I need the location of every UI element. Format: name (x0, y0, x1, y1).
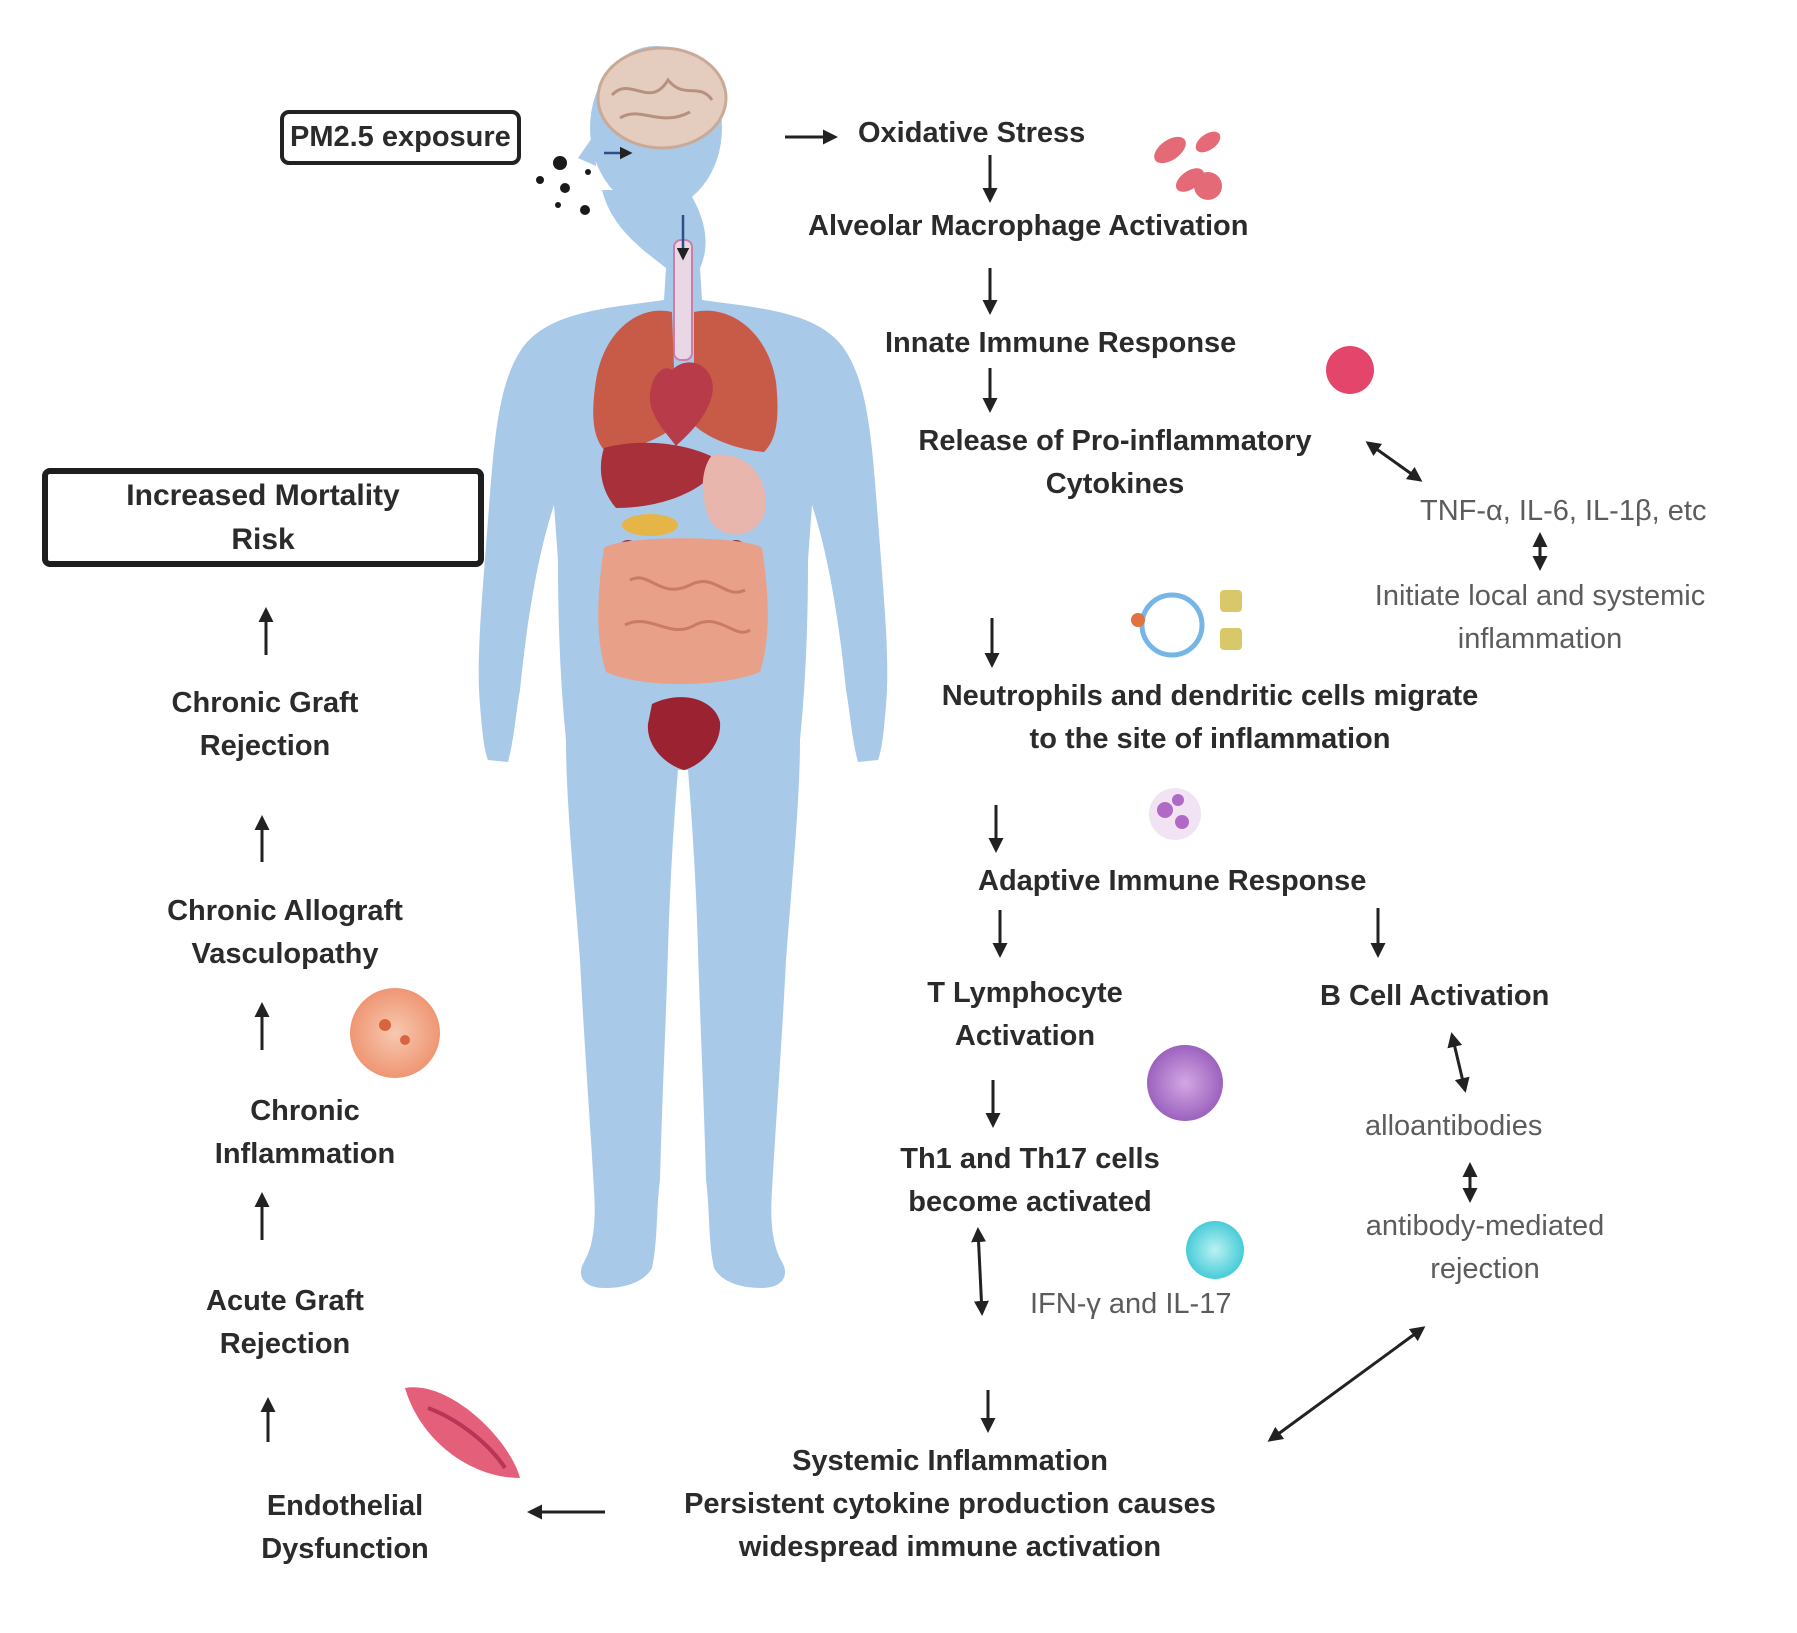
innate-immune-label: Innate Immune Response (885, 327, 1237, 359)
oxidative-stress-label: Oxidative Stress (858, 117, 1086, 149)
cytokine-release-label: Release of Pro-inflammatory Cytokines (880, 420, 1350, 506)
acute-graft-rejection-label: Acute Graft Rejection (170, 1280, 400, 1366)
right-lung (694, 310, 778, 452)
allograft-vasculopathy-label: Chronic Allograft Vasculopathy (140, 890, 430, 976)
chronic-graft-line1: Chronic Graft (171, 687, 359, 719)
endothelial-line1: Endothelial (266, 1490, 424, 1522)
pancreas (622, 514, 678, 536)
heart (649, 362, 713, 446)
brain (596, 46, 728, 150)
th-cells-label: Th1 and Th17 cells become activated (875, 1138, 1185, 1224)
brain-folds (610, 77, 714, 120)
amr-line1: antibody-mediated (1365, 1210, 1605, 1242)
macrophage-cell-icon (1326, 346, 1374, 394)
t-lymphocyte-label: T Lymphocyte Activation (895, 972, 1155, 1058)
cav-line2: Vasculopathy (191, 937, 379, 970)
systemic-inflammation-label: Systemic Inflammation Persistent cytokin… (640, 1440, 1260, 1569)
cytokine-ifn-icon (1186, 1221, 1244, 1279)
nose (578, 135, 596, 166)
endothelial-dysfunction-label: Endothelial Dysfunction (225, 1485, 465, 1571)
t-lymph-line2: Activation (954, 1019, 1096, 1052)
inflamed-cell-icon (350, 988, 440, 1078)
pathway-arrows (527, 129, 1548, 1520)
neutrophils-line2: to the site of inflammation (1029, 722, 1391, 755)
t-lymph-line1: T Lymphocyte (927, 977, 1123, 1009)
mortality-line1: Increased Mortality (126, 479, 400, 512)
systemic-line3: widespread immune activation (738, 1530, 1162, 1563)
increased-mortality-box: Increased Mortality Risk (42, 468, 484, 567)
t-cell-icon (1147, 1045, 1223, 1121)
stomach (702, 454, 766, 535)
b-cell-activation-label: B Cell Activation (1320, 980, 1550, 1012)
chronic-graft-rejection-label: Chronic Graft Rejection (140, 682, 390, 768)
initiate-line2: inflammation (1457, 622, 1623, 655)
intestine-folds (624, 576, 751, 634)
amr-line2: rejection (1430, 1252, 1540, 1285)
antibody-mediated-rejection-label: antibody-mediated rejection (1320, 1205, 1650, 1291)
systemic-line2: Persistent cytokine production causes (684, 1487, 1216, 1520)
cytokine-release-line1: Release of Pro-inflammatory (918, 425, 1312, 457)
liver (600, 442, 722, 508)
acute-line2: Rejection (219, 1327, 351, 1360)
rbc-cells-icon (1154, 131, 1222, 200)
th-cells-line1: Th1 and Th17 cells (900, 1143, 1160, 1175)
cytokine-release-line2: Cytokines (1045, 467, 1185, 500)
chronic-inflammation-label: Chronic Inflammation (175, 1090, 435, 1176)
neutrophil-cell-icon (1149, 788, 1201, 840)
pm25-exposure-box: PM2.5 exposure (280, 110, 521, 165)
cytokine-list-label: TNF-α, IL-6, IL-1β, etc (1420, 495, 1707, 527)
neutrophils-migrate-label: Neutrophils and dendritic cells migrate … (895, 675, 1525, 761)
chronic-graft-line2: Rejection (199, 729, 331, 762)
endothelial-line2: Dysfunction (261, 1532, 429, 1565)
neutrophils-line1: Neutrophils and dendritic cells migrate (941, 680, 1479, 712)
adaptive-immune-label: Adaptive Immune Response (978, 865, 1367, 897)
bladder (647, 697, 721, 770)
ifn-il17-label: IFN-γ and IL-17 (1030, 1288, 1232, 1320)
alveolar-macrophage-label: Alveolar Macrophage Activation (808, 210, 1249, 242)
endothelium-tissue-icon (405, 1387, 520, 1478)
systemic-line1: Systemic Inflammation (792, 1445, 1108, 1477)
alloantibodies-label: alloantibodies (1365, 1110, 1543, 1142)
initiate-inflammation-label: Initiate local and systemic inflammation (1320, 575, 1760, 661)
chronic-inflam-line1: Chronic (250, 1095, 360, 1127)
mortality-line2: Risk (231, 522, 295, 556)
pm-particles (536, 156, 591, 215)
human-figure (478, 46, 888, 1288)
intestines (598, 538, 768, 684)
chronic-inflam-line2: Inflammation (214, 1137, 396, 1170)
cav-line1: Chronic Allograft (167, 895, 403, 927)
cytokine-molecule-icon (1131, 590, 1242, 658)
th-cells-line2: become activated (908, 1185, 1152, 1218)
left-chain-arrows (254, 607, 276, 1442)
initiate-line1: Initiate local and systemic (1374, 580, 1706, 612)
acute-line1: Acute Graft (206, 1285, 364, 1317)
